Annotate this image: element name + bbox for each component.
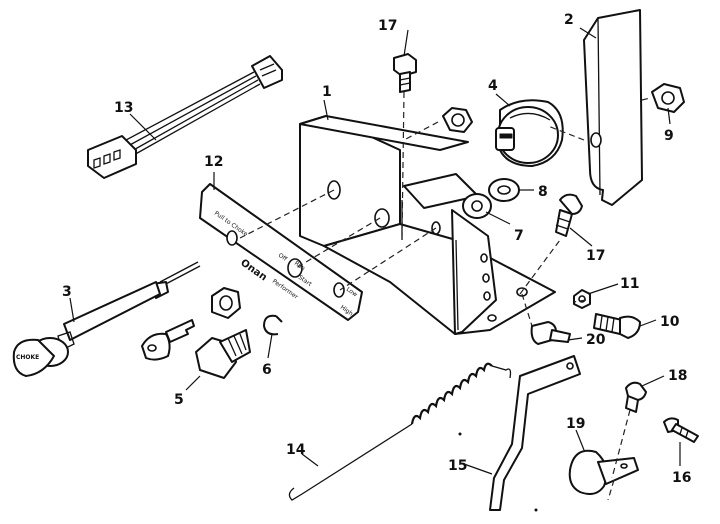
- callout-17-top: 17: [378, 18, 397, 34]
- part-7-washer: [462, 193, 492, 219]
- callout-20: 20: [586, 332, 606, 348]
- part-10-bolt: [593, 313, 641, 339]
- callout-2: 2: [564, 12, 574, 28]
- part-20-bolt: [530, 321, 571, 345]
- callout-7: 7: [514, 228, 524, 244]
- plate-label-off: Off: [277, 252, 289, 263]
- part-13-wire-harness: [87, 55, 283, 179]
- part-18-bolt: [625, 381, 647, 413]
- alignment-lines: [239, 91, 651, 501]
- callout-4: 4: [488, 78, 498, 94]
- part-1-main-bracket: [299, 115, 556, 335]
- callout-16: 16: [672, 470, 691, 486]
- callout-1: 1: [322, 84, 332, 100]
- callout-leaders: [69, 27, 681, 475]
- part-4-key-switch: [495, 99, 564, 167]
- part-19-clamp: [568, 449, 639, 495]
- choke-lock-nut: [211, 287, 241, 319]
- speck-marks: [458, 432, 538, 512]
- callout-18: 18: [668, 368, 687, 384]
- part-2-side-bracket: [583, 9, 643, 206]
- callout-12: 12: [204, 154, 223, 170]
- part-6-clip: [262, 314, 283, 336]
- part-12-control-panel: Pull to Choke Off Run Start Low High Ona…: [199, 183, 363, 321]
- part-3-choke-cable: CHOKE: [12, 261, 201, 377]
- key-switch-nut: [442, 107, 473, 133]
- callout-9: 9: [664, 128, 674, 144]
- callout-6: 6: [262, 362, 272, 378]
- callout-19: 19: [566, 416, 585, 432]
- part-16-bolt: [663, 417, 699, 443]
- callout-numbers: 1 2 3 4 5 6 7 8 9 10 11 12 13 14 15 16 1…: [62, 12, 691, 486]
- choke-knob-label: CHOKE: [16, 354, 39, 361]
- ignition-key: [141, 319, 195, 361]
- part-11-nut: [573, 289, 591, 309]
- callout-17-right: 17: [586, 248, 605, 264]
- callout-14: 14: [286, 442, 306, 458]
- part-14-spring-rod: [288, 362, 512, 501]
- callout-10: 10: [660, 314, 680, 330]
- part-5-bolt: [195, 329, 251, 379]
- callout-13: 13: [114, 100, 133, 116]
- callout-8: 8: [538, 184, 548, 200]
- part-17-top-bolt: [393, 53, 417, 93]
- part-17-right-bolt: [555, 193, 583, 237]
- part-15-throttle-arm: [489, 355, 581, 511]
- part-9-hex-nut: [651, 83, 685, 113]
- callout-15: 15: [448, 458, 467, 474]
- callout-5: 5: [174, 392, 184, 408]
- callout-11: 11: [620, 276, 639, 292]
- part-8-washer: [488, 178, 520, 202]
- callout-3: 3: [62, 284, 72, 300]
